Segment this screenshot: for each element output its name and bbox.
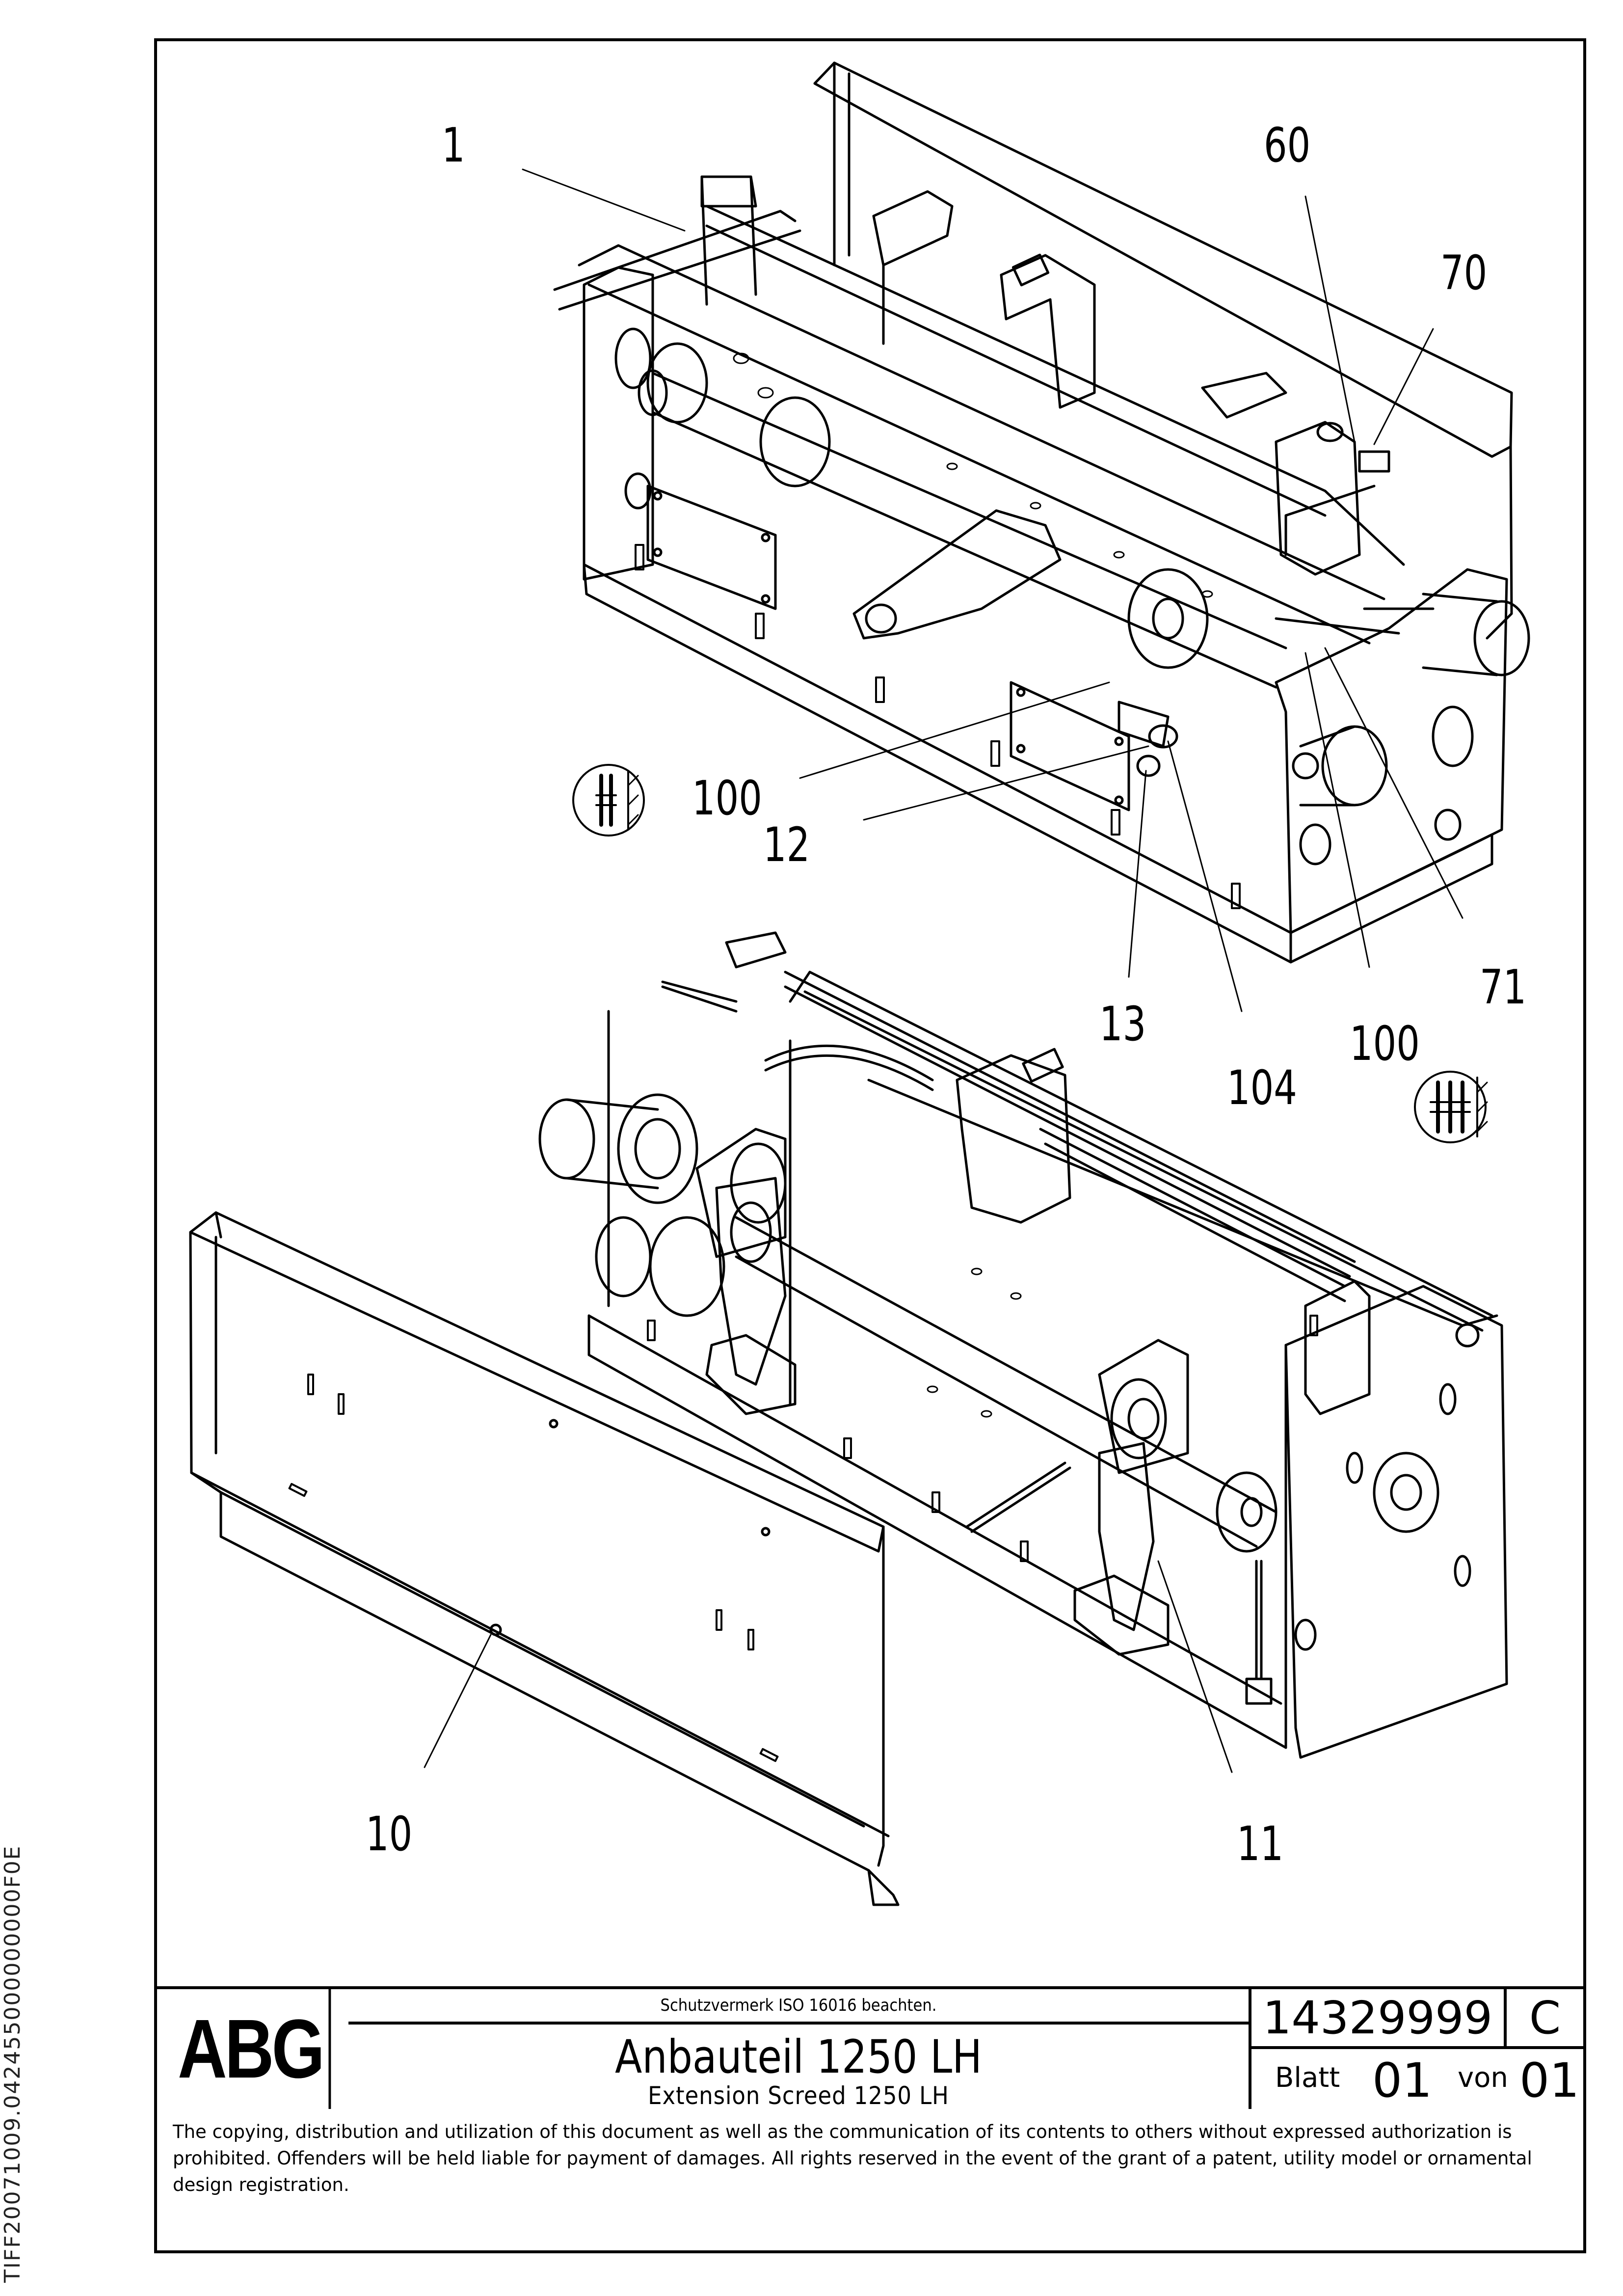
copyright-notice: The copying, distribution and utilizatio… — [173, 2121, 1532, 2195]
callout-104: 104 — [1227, 1060, 1297, 1115]
callout-100-lower: 100 — [1350, 1016, 1420, 1071]
callout-12: 12 — [763, 817, 810, 872]
leader-lines — [424, 168, 1463, 1773]
title-right: 14329999 C Blatt 01 von 01 — [1251, 1989, 1583, 2109]
callout-60: 60 — [1264, 118, 1311, 173]
sheet-number: 01 — [1372, 2053, 1433, 2108]
callout-71: 71 — [1480, 960, 1527, 1015]
sheet-info: Blatt 01 von 01 — [1251, 2049, 1583, 2109]
drawing-number: 14329999 — [1251, 1989, 1507, 2049]
callout-100: 100 — [692, 771, 762, 826]
symbol-100b — [1414, 1071, 1488, 1143]
title-main: Schutzvermerk ISO 16016 beachten. Anbaut… — [348, 1989, 1251, 2110]
callout-11: 11 — [1237, 1816, 1284, 1871]
sheet-total: 01 — [1519, 2053, 1580, 2108]
title-block: ABG Schutzvermerk ISO 16016 beachten. An… — [154, 1986, 1586, 2110]
callout-10: 10 — [366, 1807, 413, 1862]
cover-panel — [189, 1211, 900, 1906]
sheet-label: Blatt — [1275, 2062, 1340, 2094]
callout-70: 70 — [1440, 245, 1488, 300]
drawing-frame — [154, 38, 1586, 2253]
company-logo: ABG — [172, 1989, 331, 2109]
callout-1: 1 — [442, 118, 465, 173]
callout-13: 13 — [1099, 997, 1146, 1052]
revision: C — [1507, 1989, 1583, 2049]
drawing-title: Anbauteil 1250 LH — [615, 2030, 982, 2084]
drawing-subtitle: Extension Screed 1250 LH — [648, 2081, 949, 2110]
symbol-100a — [572, 764, 645, 837]
protection-note: Schutzvermerk ISO 16016 beachten. — [348, 1989, 1249, 2025]
of-label: von — [1458, 2062, 1508, 2094]
lower-assembly — [538, 931, 1508, 1759]
upper-assembly — [553, 61, 1530, 964]
